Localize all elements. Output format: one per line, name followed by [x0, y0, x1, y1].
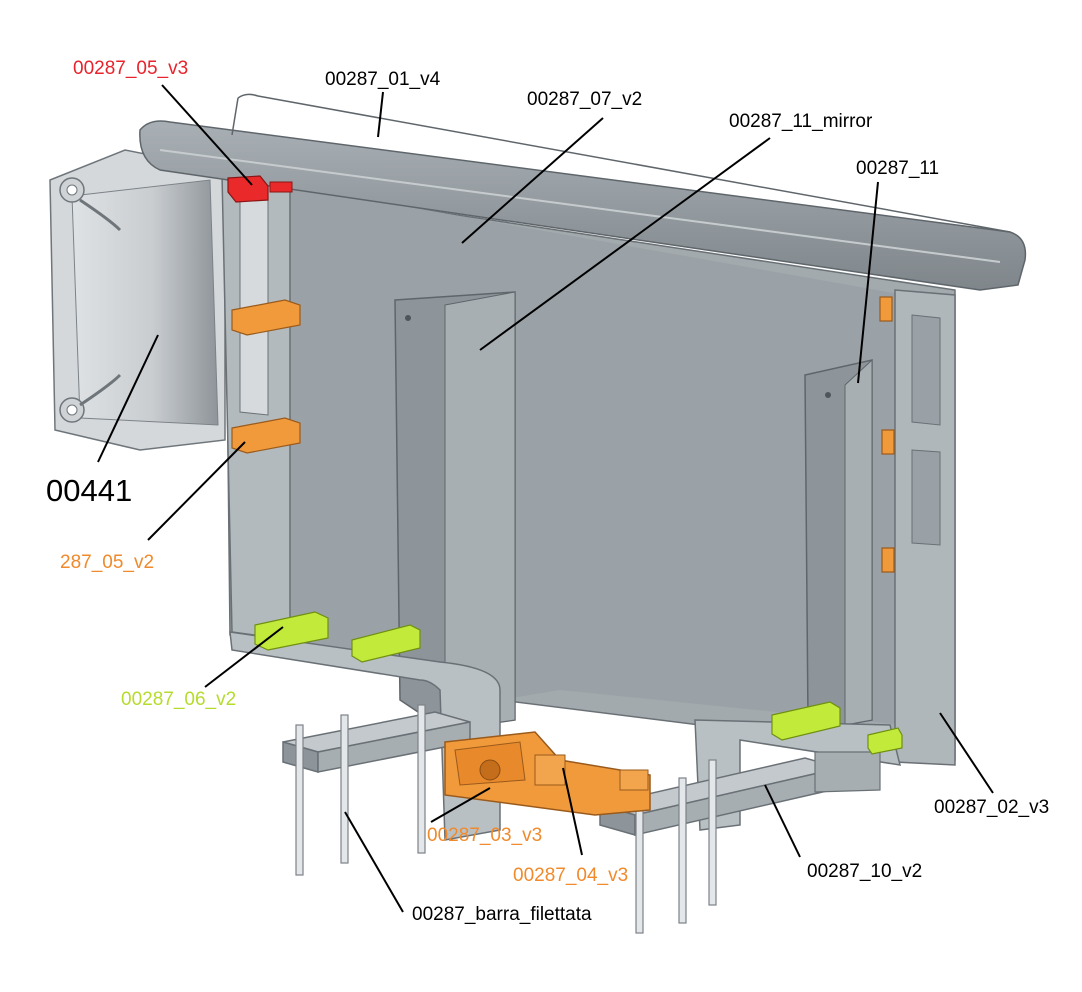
left-frame — [221, 174, 291, 641]
label-00287-11: 00287_11 — [856, 158, 940, 179]
top-rail-00287-01-v4 — [139, 93, 1027, 291]
leader-lines — [97, 84, 994, 913]
label-287-05-v2: 287_05_v2 — [60, 552, 155, 573]
threaded-rods — [295, 704, 717, 934]
bracket-00287-11-mirror — [394, 291, 516, 731]
label-00287-barra-filettata: 00287_barra_filettata — [412, 904, 592, 925]
lime-blocks-00287-06-v2 — [254, 611, 903, 755]
label-00287-10-v2: 00287_10_v2 — [807, 861, 923, 882]
label-00287-02-v3: 00287_02_v3 — [934, 797, 1050, 818]
label-00287-07-v2: 00287_07_v2 — [527, 89, 643, 110]
fan-00441 — [49, 149, 226, 451]
label-00287-04-v3: 00287_04_v3 — [513, 865, 629, 886]
bracket-00287-11 — [804, 358, 873, 726]
label-00287-05-v3: 00287_05_v3 — [73, 58, 189, 79]
label-00287-01-v4: 00287_01_v4 — [325, 69, 441, 90]
orange-blocks — [231, 296, 895, 573]
right-frame-00287-02-v3 — [894, 289, 956, 766]
mechanism-00287-03-04 — [444, 731, 651, 816]
label-00441: 00441 — [46, 473, 133, 508]
label-00287-11-mirror: 00287_11_mirror — [729, 111, 873, 132]
label-00287-06-v2: 00287_06_v2 — [121, 689, 237, 710]
red-block-00287-05-v3 — [227, 175, 293, 203]
label-00287-03-v3: 00287_03_v3 — [427, 825, 543, 846]
